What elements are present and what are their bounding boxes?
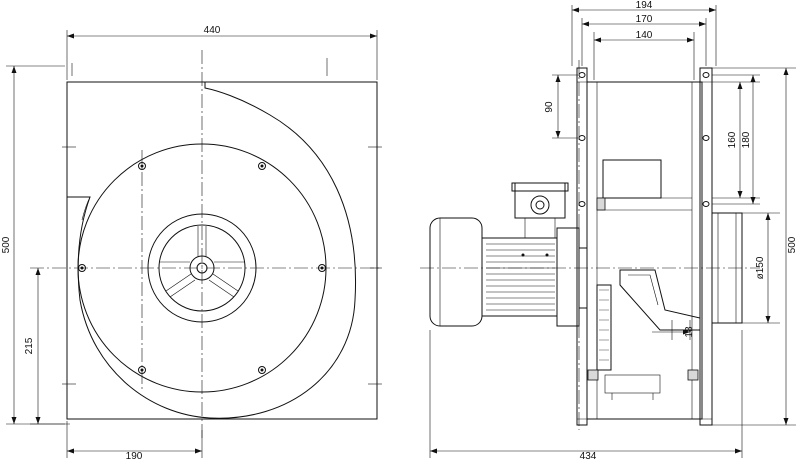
dim-440-label: 440 [204, 25, 221, 36]
spacer-column [596, 284, 612, 371]
side-housing-body [586, 81, 703, 420]
front-view: 440 500 215 190 [1, 25, 382, 461]
dim-90-label: 90 [544, 101, 555, 113]
side-view: 18 194 170 140 90 160 180 [420, 0, 798, 461]
dim-150-label: ø150 [755, 256, 766, 279]
motor-end-cap [429, 217, 483, 327]
dim-434-label: 434 [580, 451, 597, 461]
impeller-spokes [160, 226, 244, 298]
dim-160-label: 160 [727, 131, 738, 148]
inlet-cone [619, 269, 701, 331]
dim-140-label: 140 [636, 30, 653, 41]
inner-box [602, 159, 662, 199]
dim-180-label: 180 [741, 131, 752, 148]
dim-194-label: 194 [636, 0, 653, 11]
motor [429, 182, 588, 327]
plate-edge-ticks [62, 58, 382, 385]
motor-flange [556, 227, 580, 327]
volute-outline [67, 82, 357, 419]
flange-holes [578, 72, 710, 207]
dim-500-side-label: 500 [787, 236, 798, 253]
volute-inner-edge [81, 196, 91, 221]
side-flange-left [576, 67, 588, 426]
front-housing-plate [66, 81, 378, 420]
dim-500-front-label: 500 [1, 236, 12, 253]
dim-215-label: 215 [24, 337, 35, 354]
dim-170-label: 170 [636, 14, 653, 25]
dim-190-label: 190 [126, 451, 143, 461]
